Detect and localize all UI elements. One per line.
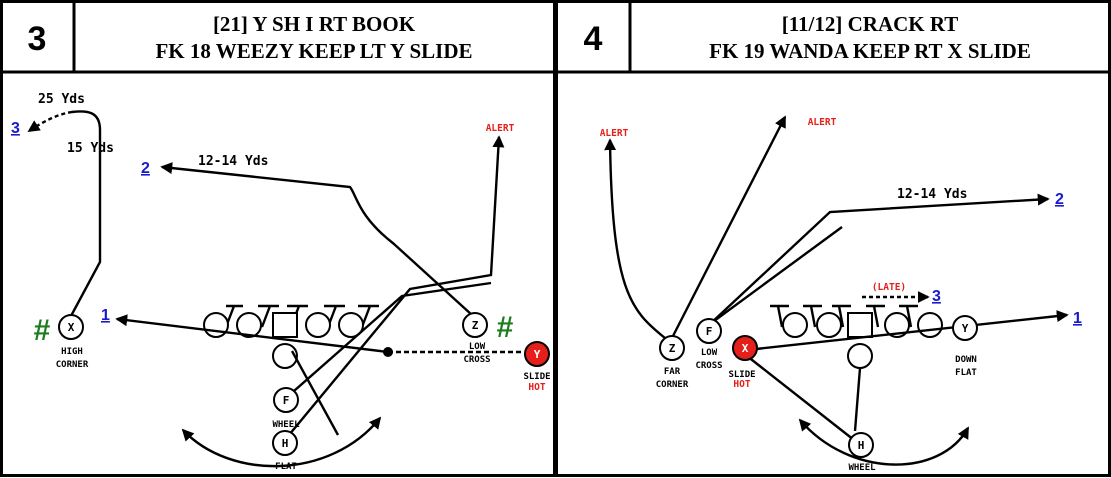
player-y [952, 315, 978, 341]
play-formation: [21] Y SH I RT BOOK [213, 12, 416, 36]
routes [27, 110, 522, 468]
player-f-label: F [706, 325, 713, 338]
lineman-lg [816, 312, 842, 338]
lineman-rg [305, 312, 331, 338]
x-route-slide [755, 310, 1069, 351]
x-route-corner-dash [27, 110, 73, 132]
route-number-3: 3 [11, 120, 20, 137]
player-z-label: Z [669, 342, 676, 355]
h-route-corner [283, 135, 505, 442]
z-tag-far: FAR [664, 367, 681, 377]
f-tag-cross: CROSS [695, 361, 722, 371]
x-to-h-line [746, 355, 855, 441]
play-card-3: 3 [21] Y SH I RT BOOK FK 18 WEEZY KEEP L… [0, 0, 556, 477]
player-x-hot [732, 335, 758, 361]
center [272, 312, 298, 338]
player-x [58, 314, 84, 340]
y-tag-slide: SLIDE [523, 372, 550, 382]
lineman-lt [782, 312, 808, 338]
route-number-1: 1 [101, 307, 110, 324]
late-tag: (LATE) [872, 282, 906, 293]
play-formation: [11/12] CRACK RT [782, 12, 959, 36]
alert-label-mid: ALERT [808, 117, 837, 128]
card-border [0, 0, 556, 477]
f-route-wheel [285, 281, 492, 399]
center [847, 312, 873, 338]
h-tag-flat: FLAT [275, 462, 297, 472]
f-tag-wheel: WHEEL [272, 420, 300, 430]
z-tag-corner: CORNER [656, 380, 689, 390]
x-tag-corner: CORNER [56, 360, 89, 370]
play-card-4: 4 [11/12] CRACK RT FK 19 WANDA KEEP RT X… [555, 0, 1111, 477]
y-tag-down: DOWN [955, 355, 977, 365]
player-h [848, 432, 874, 458]
offensive-line [203, 304, 379, 369]
lineman-lt [203, 312, 229, 338]
line-block-marks [770, 304, 918, 328]
player-f [273, 387, 299, 413]
wheel-arc [798, 418, 970, 466]
player-f [696, 318, 722, 344]
quarterback [847, 343, 873, 369]
route-number-2: 2 [141, 160, 150, 177]
lineman-lg [236, 312, 262, 338]
offensive-line [770, 304, 943, 369]
z-route-dig [160, 162, 473, 316]
z-tag-cross: CROSS [463, 355, 490, 365]
quarterback [272, 343, 298, 369]
depth-12-14-yds: 12-14 Yds [198, 154, 268, 169]
lineman-rt [917, 312, 943, 338]
x-tag-hot: HOT [733, 379, 750, 390]
depth-25-yds: 25 Yds [38, 92, 85, 107]
f-route-seam [709, 193, 1050, 325]
x-tag-slide: SLIDE [728, 370, 755, 380]
play-motion: FK 19 WANDA KEEP RT X SLIDE [709, 39, 1031, 63]
route-number-1: 1 [1073, 310, 1082, 327]
hash-mark-icon: # [497, 311, 514, 344]
player-y-label: Y [962, 322, 969, 335]
depth-12-14-yds: 12-14 Yds [897, 187, 967, 202]
player-h [272, 430, 298, 456]
h-tag-wheel: WHEEL [848, 463, 876, 473]
routes [604, 115, 1069, 466]
x-tag-high: HIGH [61, 347, 83, 357]
player-f-label: F [283, 394, 290, 407]
alert-label: ALERT [486, 123, 515, 134]
player-z [462, 312, 488, 338]
y-tag-flat: FLAT [955, 368, 977, 378]
lineman-rt [338, 312, 364, 338]
player-y-hot [524, 341, 550, 367]
player-x-label: X [68, 321, 75, 334]
player-h-label: H [858, 439, 865, 452]
route-number-2: 2 [1055, 191, 1064, 208]
wheel-arc [181, 416, 382, 468]
player-z [659, 335, 685, 361]
z-route-post [604, 138, 666, 339]
z-tag-low: LOW [469, 342, 486, 352]
f-cross-line [709, 226, 843, 325]
hash-mark-icon: # [34, 314, 51, 347]
lineman-rg [884, 312, 910, 338]
y-tag-hot: HOT [528, 382, 545, 393]
player-h-label: H [282, 437, 289, 450]
player-x-label: X [742, 342, 749, 355]
play-motion: FK 18 WEEZY KEEP LT Y SLIDE [155, 39, 472, 63]
qb-to-h-line [853, 367, 862, 432]
card-border [555, 0, 1111, 477]
z-cross-up [671, 115, 787, 337]
play-number: 4 [584, 20, 603, 58]
player-z-label: Z [472, 319, 479, 332]
route-number-3: 3 [932, 288, 941, 305]
alert-label-left: ALERT [600, 128, 629, 139]
player-y-label: Y [534, 348, 541, 361]
depth-15-yds: 15 Yds [67, 141, 114, 156]
f-tag-low: LOW [701, 348, 718, 358]
play-number: 3 [28, 20, 47, 58]
x-route-corner [69, 110, 102, 317]
